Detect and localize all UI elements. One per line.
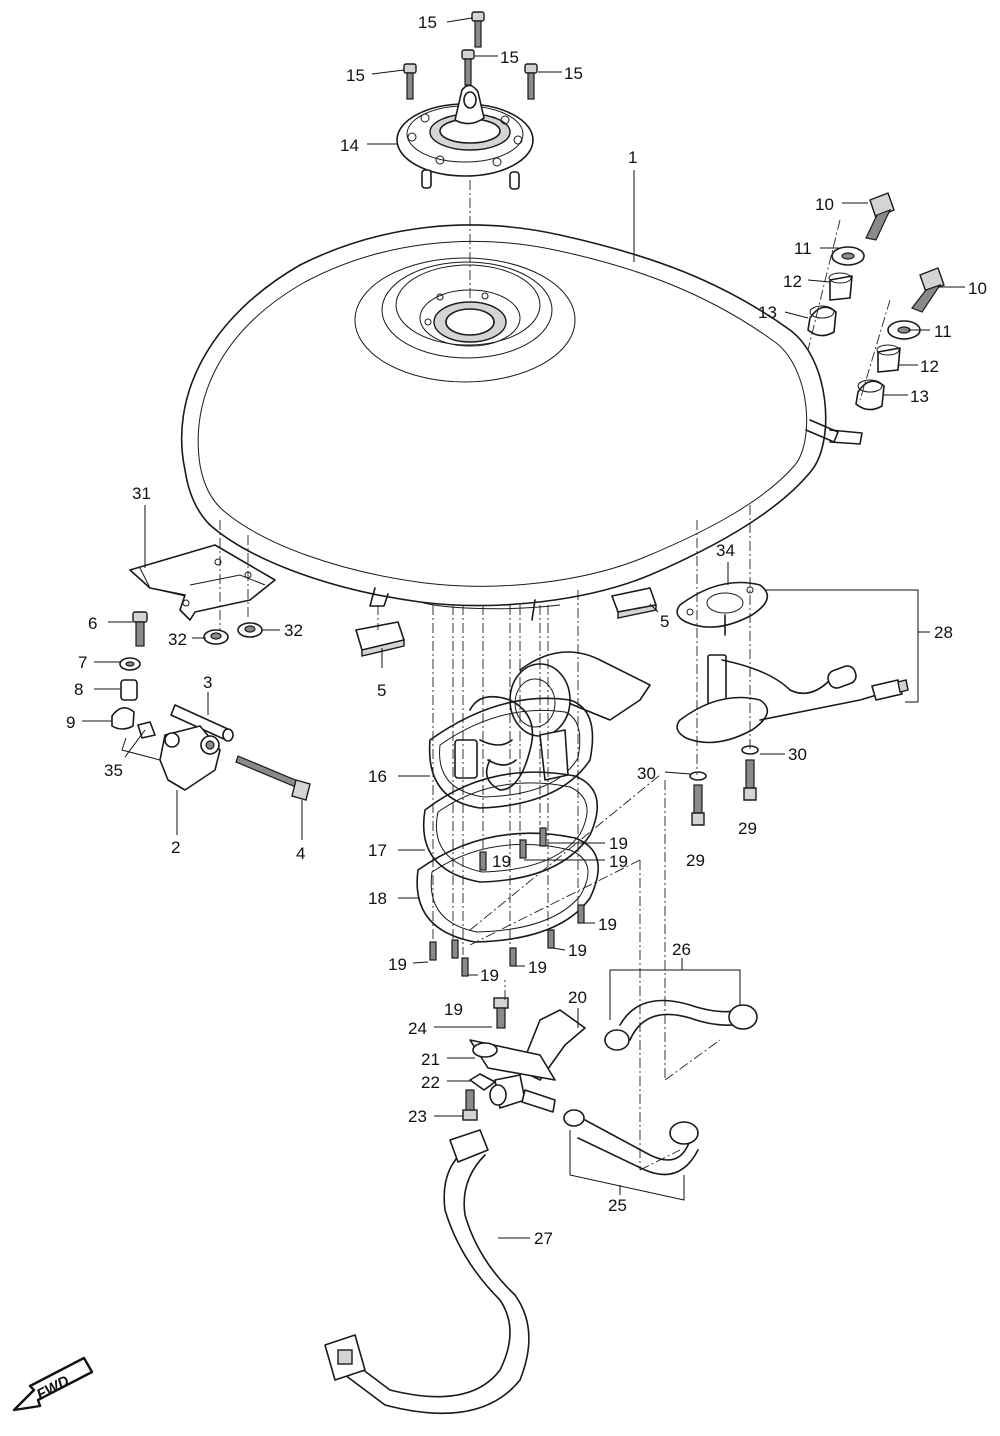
callout-19: 19	[609, 852, 628, 871]
callout-27: 27	[534, 1229, 553, 1248]
callout-19: 19	[609, 834, 628, 853]
callout-6: 6	[88, 614, 97, 633]
fwd-direction-badge: FWD	[12, 1356, 94, 1412]
callout-35: 35	[104, 761, 123, 780]
rear-mount-hardware-upper	[807, 192, 895, 337]
callout-24: 24	[408, 1019, 427, 1038]
callout-19: 19	[492, 852, 511, 871]
callout-32: 32	[168, 630, 187, 649]
callout-4: 4	[296, 844, 305, 863]
callout-12: 12	[920, 357, 939, 376]
callout-29: 29	[738, 819, 757, 838]
fuel-tank	[180, 224, 863, 621]
callout-25: 25	[608, 1196, 627, 1215]
front-bracket	[129, 544, 276, 645]
fuel-pump	[428, 651, 651, 809]
callout-11: 11	[794, 239, 812, 258]
callout-15: 15	[500, 48, 519, 67]
callout-13: 13	[758, 303, 777, 322]
callout-8: 8	[74, 680, 83, 699]
callout-1: 1	[628, 148, 637, 167]
callout-30: 30	[788, 745, 807, 764]
callout-15: 15	[564, 64, 583, 83]
fuel-hoses	[324, 999, 758, 1415]
fuel-cap-assembly	[396, 84, 534, 190]
fuel-level-sender	[676, 581, 909, 826]
rear-mount-hardware-lower	[855, 267, 945, 411]
callout-22: 22	[421, 1073, 440, 1092]
callout-26: 26	[672, 940, 691, 959]
front-mount-hardware	[111, 611, 311, 801]
callout-labels: 15 15 15 15 14 1 10 11 12 13 10 11 12 13…	[66, 13, 987, 1248]
callout-11: 11	[934, 322, 952, 341]
callout-20: 20	[568, 988, 587, 1007]
callout-19: 19	[528, 958, 547, 977]
callout-19: 19	[598, 915, 617, 934]
callout-28: 28	[934, 623, 953, 642]
callout-10: 10	[815, 195, 834, 214]
callout-31: 31	[132, 484, 151, 503]
callout-23: 23	[408, 1107, 427, 1126]
callout-32: 32	[284, 621, 303, 640]
callout-34: 34	[716, 541, 735, 560]
fuel-valve-bracket	[462, 997, 586, 1121]
callout-2: 2	[171, 838, 180, 857]
callout-19: 19	[568, 941, 587, 960]
callout-5: 5	[660, 612, 669, 631]
callout-18: 18	[368, 889, 387, 908]
callout-16: 16	[368, 767, 387, 786]
rubber-cushions	[355, 587, 657, 657]
callout-13: 13	[910, 387, 929, 406]
callout-30: 30	[637, 764, 656, 783]
callout-15: 15	[418, 13, 437, 32]
callout-29: 29	[686, 851, 705, 870]
fwd-arrow-icon	[12, 1356, 94, 1412]
callout-7: 7	[78, 653, 87, 672]
cap-bolts	[403, 11, 538, 100]
callout-9: 9	[66, 713, 75, 732]
callout-5: 5	[377, 681, 386, 700]
callout-10: 10	[968, 279, 987, 298]
pump-gaskets	[416, 771, 599, 943]
pump-screws	[429, 827, 585, 977]
callout-19: 19	[480, 966, 499, 985]
callout-19: 19	[388, 955, 407, 974]
callout-19: 19	[444, 1000, 463, 1019]
callout-14: 14	[340, 136, 359, 155]
callout-15: 15	[346, 66, 365, 85]
callout-21: 21	[421, 1050, 440, 1069]
callout-3: 3	[203, 673, 212, 692]
assembly-axis-lines	[219, 180, 891, 1171]
callout-17: 17	[368, 841, 387, 860]
callout-12: 12	[783, 272, 802, 291]
callout-leader-lines	[82, 17, 965, 1239]
